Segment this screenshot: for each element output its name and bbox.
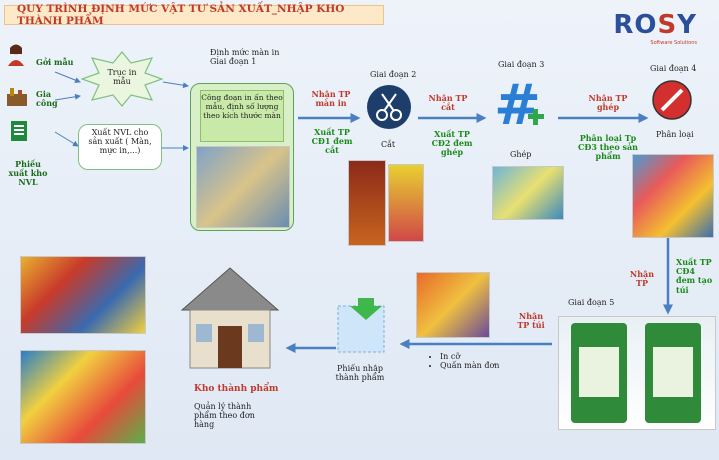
stage3-label: Ghép <box>510 150 532 159</box>
bullet-item: Quấn màn đơn <box>440 361 499 370</box>
stage5-title: Giai đoạn 5 <box>568 298 615 307</box>
stage4-label: Phân loại <box>656 130 694 139</box>
stage5-nhan: Nhận TP <box>629 269 655 289</box>
snack-products-photo-1 <box>20 256 146 334</box>
xuat-nvl-box <box>78 124 162 170</box>
stage1-title: Định mức màn in Giai đoạn 1 <box>210 48 280 67</box>
printing-photo <box>196 146 290 228</box>
stage2-title: Giai đoạn 2 <box>370 70 417 79</box>
xuat-nvl-label: Xuất NVL cho sản xuất ( Màn, mực in,...) <box>88 128 152 156</box>
process-bullets: In cỡ Quấn màn đơn <box>428 352 499 370</box>
stage4-title: Giai đoạn 4 <box>650 64 697 73</box>
snack-products-photo-2 <box>20 350 146 444</box>
sort-icon <box>652 80 692 120</box>
truc-in-star <box>81 51 163 107</box>
processing-icon <box>6 86 28 108</box>
stage2-label: Cắt <box>381 140 396 149</box>
brand-logo: ROSY <box>613 10 697 40</box>
stage3-in-top: Nhận TP cắt <box>428 93 468 113</box>
label-gia-cong: Gia công <box>36 89 58 109</box>
brand-tagline: Software Solutions <box>650 40 697 46</box>
bullet-item: In cỡ <box>440 352 499 361</box>
page-title: QUY TRÌNH ĐỊNH MỨC VẬT TƯ SẢN XUẤT_NHẬP … <box>4 3 384 27</box>
svg-text:#: # <box>494 74 541 136</box>
label-goi-mau: Gởi mẫu <box>36 57 74 67</box>
stage1-inner: Công đoạn in ấn theo mẫu, định số lượng … <box>200 90 284 142</box>
truc-in-label: Trục in mẫu <box>107 68 137 87</box>
stage2-in-bottom: Xuất TP CĐ1 đem cắt <box>311 127 353 156</box>
customer-icon <box>6 44 26 66</box>
packaging-photo <box>492 166 564 220</box>
stage3-in-bottom: Xuất TP CĐ2 đem ghép <box>431 129 473 158</box>
stage4-in-bottom: Phân loại Tp CĐ3 theo sản phẩm <box>578 133 638 162</box>
sorted-products-photo <box>632 154 714 238</box>
hash-plus-icon: # <box>490 73 546 138</box>
candy-bags-photo <box>416 272 490 338</box>
stage3-title: Giai đoạn 3 <box>498 60 545 69</box>
receipt-icon <box>332 296 392 356</box>
stage4-in-top: Nhận TP ghép <box>588 93 628 113</box>
warehouse-house-icon <box>178 264 282 372</box>
stage5-nhan-tui: Nhận TP túi <box>517 311 545 331</box>
stage5-xuat: Xuất TP CĐ4 đem tạo túi <box>676 257 713 295</box>
label-phieu-xuat: Phiếu xuất kho NVL <box>8 159 48 188</box>
phieu-nhap-label: Phiếu nhập thành phẩm <box>335 364 385 383</box>
bag-products-photo <box>558 316 716 430</box>
coffee-pack-photo <box>348 160 386 246</box>
kho-desc: Quản lý thành phẩm theo đơn hàng <box>194 402 255 430</box>
kho-title: Kho thành phẩm <box>194 384 279 394</box>
scissors-icon <box>366 84 412 130</box>
candy-pack-photo <box>388 164 424 242</box>
spreadsheet-icon <box>10 120 28 142</box>
stage2-in-top: Nhận TP màn in <box>311 89 351 109</box>
